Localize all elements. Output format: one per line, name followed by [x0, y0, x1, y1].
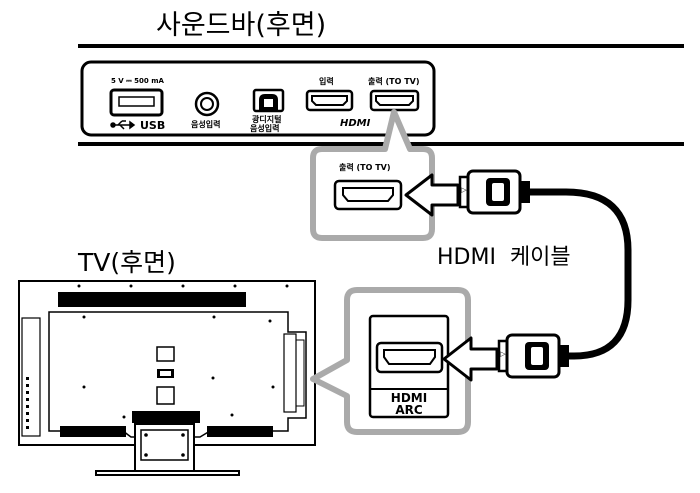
audio-in-jack: 음성입력 — [191, 91, 220, 129]
tv-title: TV(후면) — [77, 248, 176, 277]
tv-vent-bottom-right — [207, 426, 273, 437]
hdmi-in-port: 입력 — [305, 76, 354, 112]
zoom-port-label: 출력 (TO TV) — [339, 162, 391, 172]
usb-power-rating: 5 V ⎓ 500 mA — [111, 77, 165, 85]
audio-in-label: 음성입력 — [191, 119, 220, 129]
usb-label: USB — [140, 119, 165, 132]
hdmi-out-label: 출력 (TO TV) — [368, 76, 420, 86]
hdmi-logo: HDMI — [340, 118, 371, 129]
tv-screw-holes — [77, 284, 289, 419]
hdmi-in-label: 입력 — [319, 76, 334, 86]
soundbar-title: 사운드바(후면) — [156, 10, 326, 41]
arrow-to-soundbar — [404, 173, 460, 217]
tv-zoom-callout: HDMI ARC — [310, 287, 471, 435]
hdmi-plug-top: ▷ — [458, 169, 530, 215]
hdmi-plug-bottom: ▷ — [497, 333, 569, 379]
tv-vent-top — [58, 292, 246, 307]
optical-label-1: 광디지털 — [252, 114, 281, 124]
usb-port: 5 V ⎓ 500 mA USB — [109, 77, 165, 132]
soundbar-zoom-callout: 출력 (TO TV) — [310, 109, 435, 241]
tv-side-dots — [26, 377, 29, 429]
svg-text:▷: ▷ — [461, 186, 467, 194]
hdmi-out-port: 출력 (TO TV) — [368, 76, 420, 112]
cable-label: HDMI 케이블 — [437, 245, 571, 270]
svg-text:▷: ▷ — [500, 350, 506, 358]
tv-stand-neck — [134, 423, 195, 472]
optical-port: 광디지털 음성입력 — [250, 88, 285, 133]
tv-vent-center — [132, 411, 200, 423]
tv-center-label — [156, 346, 175, 362]
arc-label-1: HDMI — [391, 391, 427, 405]
hdmi-cable — [528, 188, 632, 360]
tv-center-box — [156, 386, 175, 405]
arrow-to-tv — [442, 336, 499, 382]
tv-rear — [18, 280, 316, 476]
tv-stand-base — [95, 470, 240, 476]
usb-icon — [110, 120, 136, 130]
optical-label-2: 음성입력 — [250, 123, 279, 133]
tv-vent-bottom-left — [60, 426, 126, 437]
arc-label-2: ARC — [395, 403, 423, 417]
